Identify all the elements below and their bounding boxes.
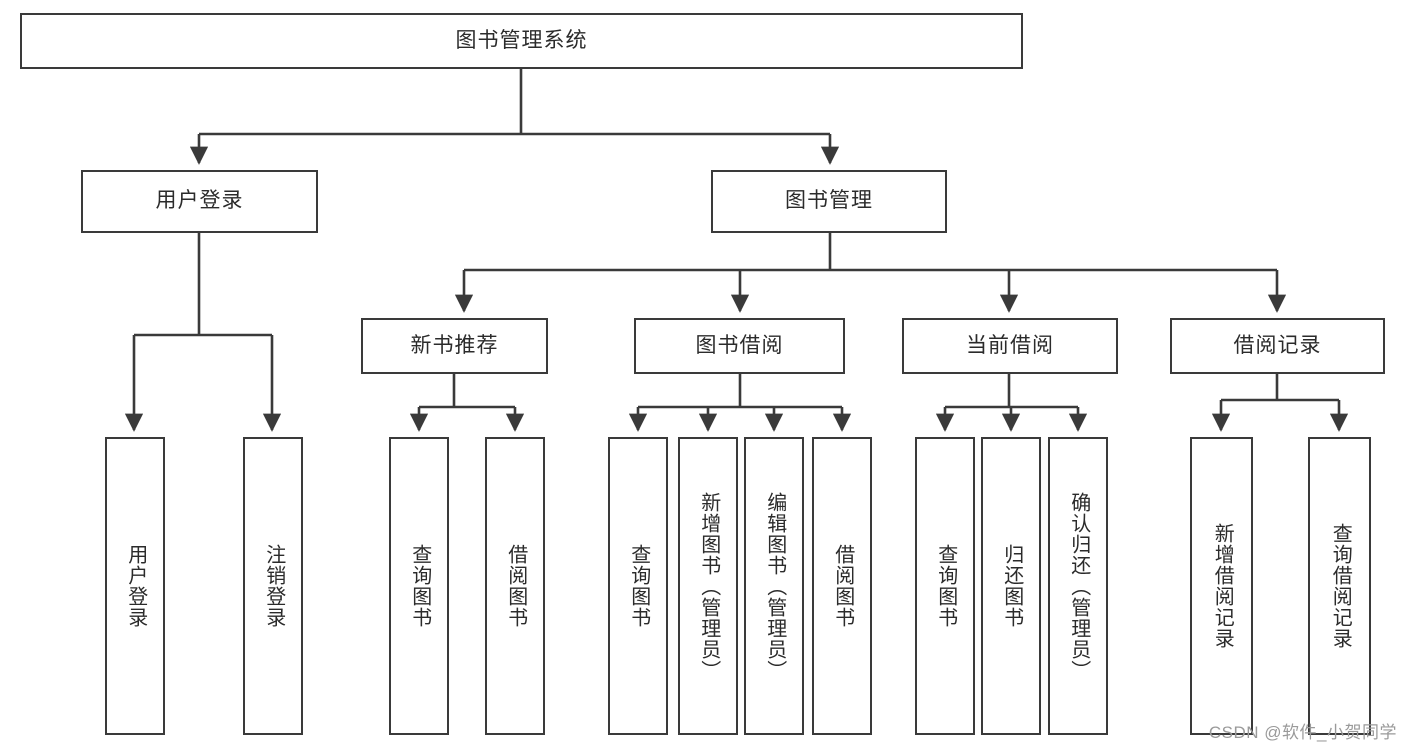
node-leaf-borrow-edit[interactable]: 编辑图书（管理员） <box>744 437 804 735</box>
node-leaf-cur-confirm[interactable]: 确认归还（管理员） <box>1048 437 1108 735</box>
node-current-borrow[interactable]: 当前借阅 <box>902 318 1118 374</box>
node-leaf-cur-return-label: 归还图书 <box>1000 544 1023 628</box>
node-leaf-borrow-do[interactable]: 借阅图书 <box>812 437 872 735</box>
node-root-label: 图书管理系统 <box>455 28 588 52</box>
node-leaf-user-login-label: 用户登录 <box>124 544 147 628</box>
node-leaf-rec-query-label: 查询图书 <box>408 544 431 628</box>
node-leaf-user-login[interactable]: 用户登录 <box>105 437 165 735</box>
node-leaf-user-logout[interactable]: 注销登录 <box>243 437 303 735</box>
node-leaf-borrow-add-label: 新增图书（管理员） <box>697 491 720 681</box>
node-book-borrow[interactable]: 图书借阅 <box>634 318 845 374</box>
node-current-borrow-label: 当前借阅 <box>966 333 1054 357</box>
node-leaf-cur-confirm-label: 确认归还（管理员） <box>1067 491 1090 681</box>
node-book-manage-label: 图书管理 <box>785 189 873 213</box>
node-leaf-rec-add[interactable]: 新增借阅记录 <box>1190 437 1253 735</box>
node-leaf-borrow-do-label: 借阅图书 <box>831 544 854 628</box>
node-leaf-rec-query[interactable]: 查询图书 <box>389 437 449 735</box>
node-user-login[interactable]: 用户登录 <box>81 170 318 233</box>
node-leaf-cur-return[interactable]: 归还图书 <box>981 437 1041 735</box>
node-leaf-borrow-query-label: 查询图书 <box>627 544 650 628</box>
node-book-borrow-label: 图书借阅 <box>695 333 784 357</box>
node-book-manage[interactable]: 图书管理 <box>711 170 947 233</box>
node-leaf-borrow-edit-label: 编辑图书（管理员） <box>763 491 786 681</box>
node-leaf-rec-search[interactable]: 查询借阅记录 <box>1308 437 1371 735</box>
node-leaf-borrow-query[interactable]: 查询图书 <box>608 437 668 735</box>
node-leaf-rec-borrow-label: 借阅图书 <box>504 544 527 628</box>
node-leaf-rec-search-label: 查询借阅记录 <box>1329 523 1352 649</box>
node-leaf-borrow-add[interactable]: 新增图书（管理员） <box>678 437 738 735</box>
node-leaf-cur-query-label: 查询图书 <box>934 544 957 628</box>
node-borrow-record-label: 借阅记录 <box>1233 333 1322 357</box>
node-leaf-rec-add-label: 新增借阅记录 <box>1211 523 1234 649</box>
node-root[interactable]: 图书管理系统 <box>20 13 1023 69</box>
node-leaf-rec-borrow[interactable]: 借阅图书 <box>485 437 545 735</box>
node-borrow-record[interactable]: 借阅记录 <box>1170 318 1385 374</box>
node-leaf-cur-query[interactable]: 查询图书 <box>915 437 975 735</box>
node-new-book-rec[interactable]: 新书推荐 <box>361 318 548 374</box>
node-leaf-user-logout-label: 注销登录 <box>262 544 285 628</box>
node-user-login-label: 用户登录 <box>155 189 244 213</box>
node-new-book-rec-label: 新书推荐 <box>410 333 499 357</box>
watermark: CSDN @软件_小贺同学 <box>1208 723 1397 742</box>
